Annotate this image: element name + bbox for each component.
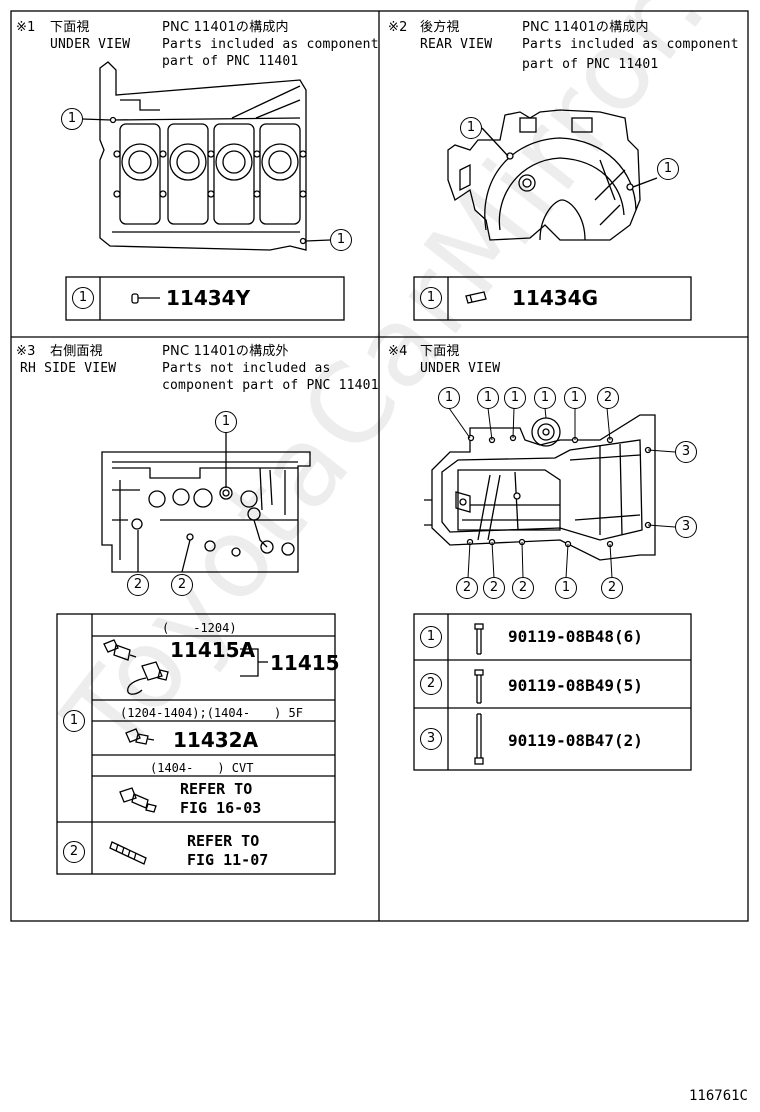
p1-note-line2: part of PNC 11401 [162,54,299,69]
p4-view-en: UNDER VIEW [420,361,501,376]
p4-table-callout-1: 1 [420,626,442,648]
engine-block-under-view [81,61,331,251]
bolt-icon-08b49 [474,669,484,704]
p1-pnc-jp: PNC 11401の構成内 [162,20,289,35]
engine-block-rh-side-view [101,432,311,573]
p2-mark: ※2 [388,20,408,35]
p1-callout-1-bottom[interactable]: 1 [330,229,352,251]
p1-table-callout-1: 1 [72,287,94,309]
part-number-90119-08b49[interactable]: 90119-08B49(5) [508,676,643,695]
sensor-icon-11415 [127,661,169,695]
refer-fig-16-03-link[interactable]: FIG 16-03 [180,799,262,817]
plug-icon-11434g [465,291,487,304]
refer-to-label-1: REFER TO [180,780,253,798]
p3-note-line1: Parts not included as [162,361,331,376]
part-number-11432a[interactable]: 11432A [173,728,259,752]
refer-to-label-2: REFER TO [187,832,260,850]
sensor-icon-11415a [103,639,137,661]
part-number-90119-08b48[interactable]: 90119-08B48(6) [508,627,643,646]
p4-callout-3-top[interactable]: 3 [675,441,697,463]
p4-view-jp: 下面視 [420,344,460,359]
p4-callout-1-d[interactable]: 1 [534,387,556,409]
p2-view-en: REAR VIEW [420,37,493,52]
part-number-11415[interactable]: 11415 [270,651,340,675]
p2-table-callout-1: 1 [420,287,442,309]
bolt-icon-08b48 [474,623,484,655]
bolt-icon-08b47 [474,713,484,765]
p4-mark: ※4 [388,344,408,359]
p4-table-callout-3: 3 [420,728,442,750]
p4-callout-1-b[interactable]: 1 [477,387,499,409]
p4-table-callout-2: 2 [420,673,442,695]
plug-icon-11434y [131,293,160,304]
p2-pnc-jp: PNC 11401の構成内 [522,20,649,35]
p4-callout-2-b4[interactable]: 2 [601,577,623,599]
p4-callout-1-bottom[interactable]: 1 [555,577,577,599]
part-number-11434g[interactable]: 11434G [512,286,598,310]
part-number-11434y[interactable]: 11434Y [166,286,251,310]
p2-note-line2: part of PNC 11401 [522,57,659,72]
engine-block-rear-view [447,109,658,241]
p4-callout-1-c[interactable]: 1 [504,387,526,409]
p3-view-en: RH SIDE VIEW [20,361,117,376]
refer-fig-11-07-link[interactable]: FIG 11-07 [187,851,269,869]
figure-number: 116761C [688,1088,748,1104]
panel-grid [10,10,749,922]
part-number-90119-08b47[interactable]: 90119-08B47(2) [508,731,643,750]
p2-callout-1-left[interactable]: 1 [460,117,482,139]
p4-callout-1-a[interactable]: 1 [438,387,460,409]
side-view-ports [131,486,295,557]
p3-row1-note: ( -1204) [162,621,237,635]
bolt-parts-table [413,613,692,771]
p1-view-jp: 下面視 [50,20,90,35]
p2-view-jp: 後方視 [420,20,460,35]
p3-row2-note: (1204-1404);(1404- ) 5F [120,706,303,720]
stud-icon-refer-11-07 [109,841,147,865]
p3-callout-2-right[interactable]: 2 [171,574,193,596]
p4-callout-2-b1[interactable]: 2 [456,577,478,599]
p3-pnc-jp: PNC 11401の構成外 [162,344,289,359]
p4-callout-3-bottom[interactable]: 3 [675,516,697,538]
p3-note-line2: component part of PNC 11401 [162,378,379,393]
part-number-11415a[interactable]: 11415A [170,638,256,662]
p4-callout-1-e[interactable]: 1 [564,387,586,409]
sensor-icon-cvt [119,787,157,813]
p3-mark: ※3 [16,344,36,359]
p2-callout-1-right[interactable]: 1 [657,158,679,180]
p3-table-callout-1: 1 [63,710,85,732]
p3-view-jp: 右側面視 [50,344,103,359]
p3-callout-2-left[interactable]: 2 [127,574,149,596]
p3-callout-1[interactable]: 1 [215,411,237,433]
sensor-icon-11432a [125,728,155,745]
p1-view-en: UNDER VIEW [50,37,131,52]
p4-callout-2-b3[interactable]: 2 [512,577,534,599]
p4-callout-2-b2[interactable]: 2 [483,577,505,599]
p3-table-callout-2: 2 [63,841,85,863]
p1-mark: ※1 [16,20,36,35]
oil-pan-under-view [424,407,676,579]
p3-row3-note: (1404- ) CVT [150,761,254,775]
rh-side-parts-table [56,613,336,875]
p2-note-line1: Parts included as component [522,37,739,52]
p4-callout-2-top[interactable]: 2 [597,387,619,409]
p1-note-line1: Parts included as component [162,37,379,52]
p1-callout-1-top[interactable]: 1 [61,108,83,130]
